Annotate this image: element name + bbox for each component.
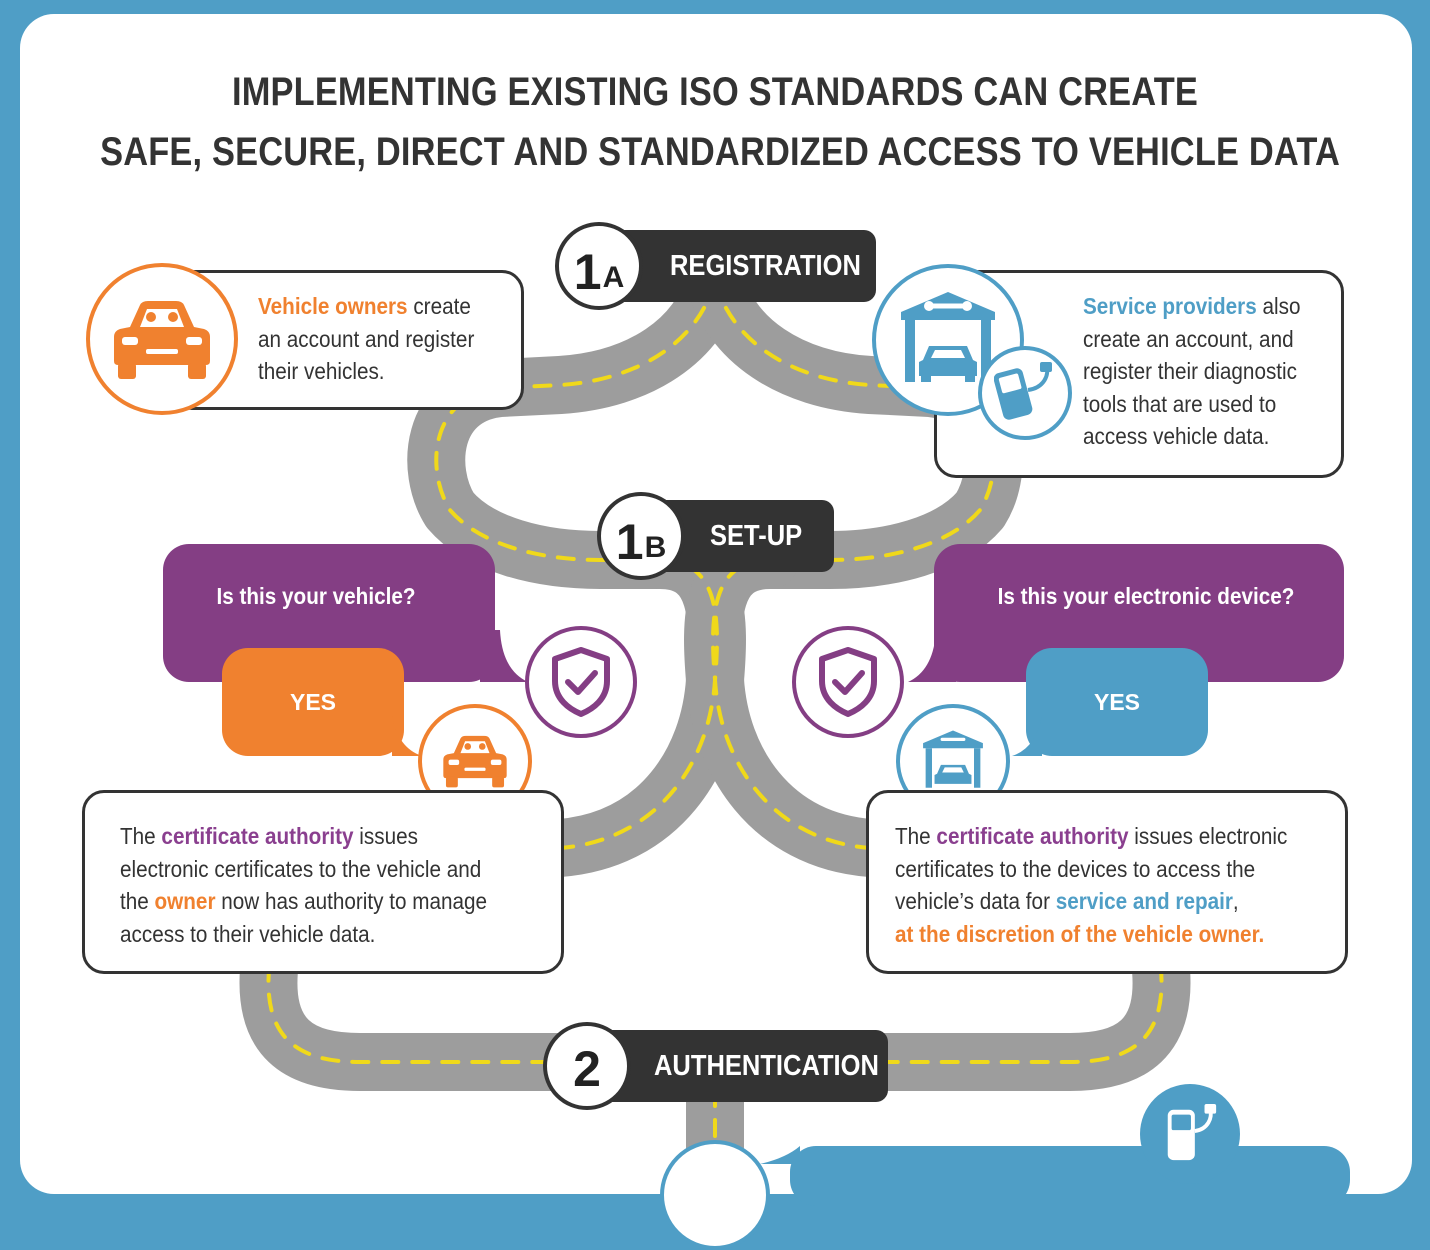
vehicle-question-text: Is this your vehicle? (216, 583, 416, 609)
owner-highlight-left: owner (154, 888, 216, 914)
garage-icon (901, 292, 995, 382)
vehicle-shield-circle (525, 626, 637, 738)
car-small-icon (443, 735, 507, 788)
vehicle-yes-bubble: YES (222, 648, 404, 756)
bottom-circle-partial (660, 1140, 770, 1250)
step-2-number: 2 (573, 1041, 601, 1097)
step-1b-number: 1 (615, 514, 644, 570)
provider-registration-text: Service providers also create an account… (1083, 293, 1301, 449)
device-shield-circle (792, 626, 904, 738)
owner-highlight: Vehicle owners (258, 293, 408, 319)
car-icon (114, 301, 210, 379)
step-1b-letter: B (644, 531, 667, 564)
owner-car-circle (86, 263, 238, 415)
title-line-1: IMPLEMENTING EXISTING ISO STANDARDS CAN … (231, 70, 1199, 114)
service-repair-highlight: service and repair (1055, 888, 1233, 914)
vehicle-question-tail (480, 630, 528, 682)
bottom-blue-bubble-tail (760, 1146, 800, 1164)
diagnostic-tool-icon (1167, 1104, 1217, 1161)
provider-tool-circle (978, 346, 1072, 440)
owner-registration-text: Vehicle owners create an account and reg… (258, 293, 475, 384)
device-yes-tail (1012, 716, 1042, 756)
road-center-dashes (266, 278, 1164, 1164)
step-registration-label: REGISTRATION (670, 249, 861, 282)
owner-certificate-box (82, 790, 564, 974)
bottom-tool-circle (1140, 1084, 1240, 1184)
provider-highlight: Service providers (1083, 293, 1257, 319)
shield-check-icon (552, 647, 610, 717)
device-yes-bubble: YES (1026, 648, 1208, 756)
step-authentication-pill: AUTHENTICATION (584, 1030, 888, 1102)
device-question-text: Is this your electronic device? (997, 583, 1295, 609)
device-certificate-text: The certificate authority issues electro… (895, 820, 1287, 950)
diagnostic-tool-icon (994, 362, 1052, 420)
step-authentication-label: AUTHENTICATION (654, 1049, 879, 1082)
bottom-blue-bubble-partial (790, 1146, 1350, 1206)
title-line-2: SAFE, SECURE, DIRECT AND STANDARDIZED AC… (100, 130, 1340, 174)
device-certificate-box (866, 790, 1348, 974)
garage-small-icon (923, 730, 983, 788)
certificate-authority-right: certificate authority (936, 823, 1129, 849)
step-2-badge: 2 (543, 1022, 631, 1110)
certificate-authority-left: certificate authority (161, 823, 354, 849)
step-1a-number: 1 (573, 244, 602, 300)
shield-check-icon (819, 647, 877, 717)
device-question-tail (908, 630, 956, 682)
step-1a-letter: A (602, 261, 625, 294)
step-setup-label: SET-UP (710, 519, 803, 552)
vehicle-yes-tail (392, 716, 422, 756)
owner-discretion-highlight: at the discretion of the vehicle owner. (895, 920, 1265, 947)
owner-certificate-text: The certificate authority issues electro… (120, 823, 488, 947)
